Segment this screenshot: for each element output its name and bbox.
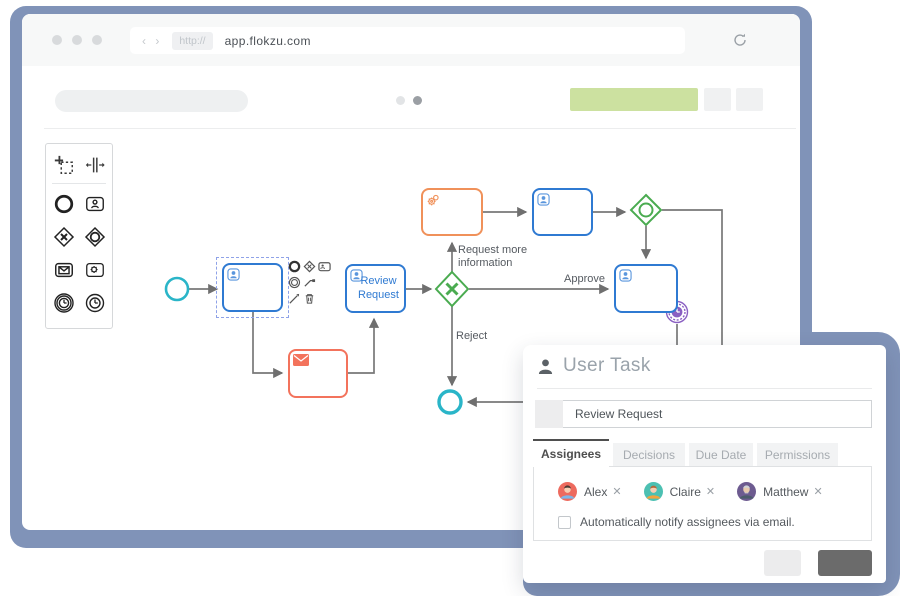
create-timer-event-icon[interactable] [81,289,109,317]
window-control-dot-1[interactable] [52,35,62,45]
task-name-input[interactable] [563,400,872,428]
assignee-chip: Matthew ✕ [737,482,823,501]
create-start-event-icon[interactable] [50,190,78,218]
primary-action-button[interactable] [570,88,698,111]
space-tool-icon[interactable] [81,151,109,179]
append-gateway-icon[interactable] [303,260,316,273]
toolbar-square-button-1[interactable] [704,88,731,111]
assignee-name: Matthew [763,484,809,499]
user-task-selected[interactable] [222,263,283,312]
message-task[interactable] [288,349,348,398]
dialog-tabs: Assignees Decisions Due Date Permissions [533,439,838,467]
dialog-title: User Task [563,355,651,376]
create-user-task-icon[interactable] [81,190,109,218]
create-exclusive-gateway-icon[interactable] [50,223,78,251]
toolbar-square-button-2[interactable] [736,88,763,111]
palette-divider [52,183,106,184]
user-task-plain[interactable] [532,188,593,236]
create-service-task-icon[interactable] [81,256,109,284]
flow-label-reject: Reject [456,330,488,342]
dialog-header: User Task [537,355,651,377]
global-connect-icon[interactable] [288,292,301,305]
tab-permissions[interactable]: Permissions [757,443,838,467]
user-task-dialog: User Task Assignees Decisions Due Date P… [523,345,886,583]
create-boundary-timer-icon[interactable] [50,289,78,317]
review-request-task[interactable]: Review Request [345,264,406,313]
flow-task-to-message [252,312,284,379]
assignee-chip: Alex ✕ [558,482,622,501]
selection-outline [216,257,289,318]
toolbar-divider [44,128,796,129]
context-pad [288,260,334,306]
process-canvas: Review Request [22,14,800,530]
flow-label-approve: Approve [564,273,605,285]
task-name-prefix [535,400,563,428]
window-control-dot-2[interactable] [72,35,82,45]
flow-message-to-review [348,317,380,374]
remove-assignee-icon[interactable]: ✕ [612,486,622,498]
avatar-matthew [737,482,757,501]
create-inclusive-gateway-icon[interactable] [81,223,109,251]
approve-user-task[interactable] [614,264,678,313]
notify-row: Automatically notify assignees via email… [558,515,795,529]
start-event[interactable] [164,276,190,302]
refresh-icon[interactable] [732,32,748,48]
nav-back-forward-icons[interactable]: ‹ › [142,33,163,48]
assignee-name: Claire [669,484,701,499]
user-icon [350,269,363,282]
browser-chrome: ‹ › http:// app.flokzu.com [22,14,800,66]
assignee-chip: Claire ✕ [643,482,716,501]
gear-icon [427,194,439,206]
tab-assignees[interactable]: Assignees [533,439,609,467]
delete-icon[interactable] [303,292,316,305]
exclusive-gateway[interactable] [434,270,470,308]
request-info-service-task[interactable] [421,188,483,236]
confirm-button[interactable] [818,550,872,576]
toolbar-skeleton-pill [55,90,248,112]
window-control-dot-3[interactable] [92,35,102,45]
append-end-event-icon[interactable] [288,260,301,273]
user-icon [537,193,550,206]
step-dot-active [413,96,422,105]
tab-decisions[interactable]: Decisions [613,443,685,467]
task-name-row [535,400,872,428]
remove-assignee-icon[interactable]: ✕ [705,486,716,498]
url-bar[interactable]: ‹ › http:// app.flokzu.com [130,27,685,54]
avatar-claire [643,482,663,501]
inclusive-gateway[interactable] [629,193,663,227]
flow-label-request-more: Request more information [458,244,528,270]
remove-assignee-icon[interactable]: ✕ [813,486,823,498]
tab-due-date[interactable]: Due Date [689,443,753,467]
end-event[interactable] [437,389,463,415]
protocol-badge: http:// [172,31,213,50]
user-icon [227,268,240,281]
append-intermediate-event-icon[interactable] [288,276,301,289]
assignee-name: Alex [584,484,608,499]
dialog-divider [537,388,872,389]
avatar-alex [558,482,577,501]
assignee-chips: Alex ✕ Claire ✕ [558,482,845,501]
url-text[interactable]: app.flokzu.com [224,33,311,48]
envelope-icon [293,354,309,366]
connect-tool-icon[interactable] [303,276,316,289]
create-message-task-icon[interactable] [50,256,78,284]
user-task-icon [538,358,553,374]
cancel-button[interactable] [764,550,801,576]
user-icon [619,269,632,282]
lasso-tool-icon[interactable] [50,151,78,179]
append-task-icon[interactable] [318,260,331,273]
assignees-panel: Alex ✕ Claire ✕ [533,466,872,541]
step-dot-inactive [396,96,405,105]
bpmn-palette [45,143,113,329]
notify-label: Automatically notify assignees via email… [580,515,795,529]
task-label: Review Request [358,275,399,301]
notify-checkbox[interactable] [558,515,571,529]
